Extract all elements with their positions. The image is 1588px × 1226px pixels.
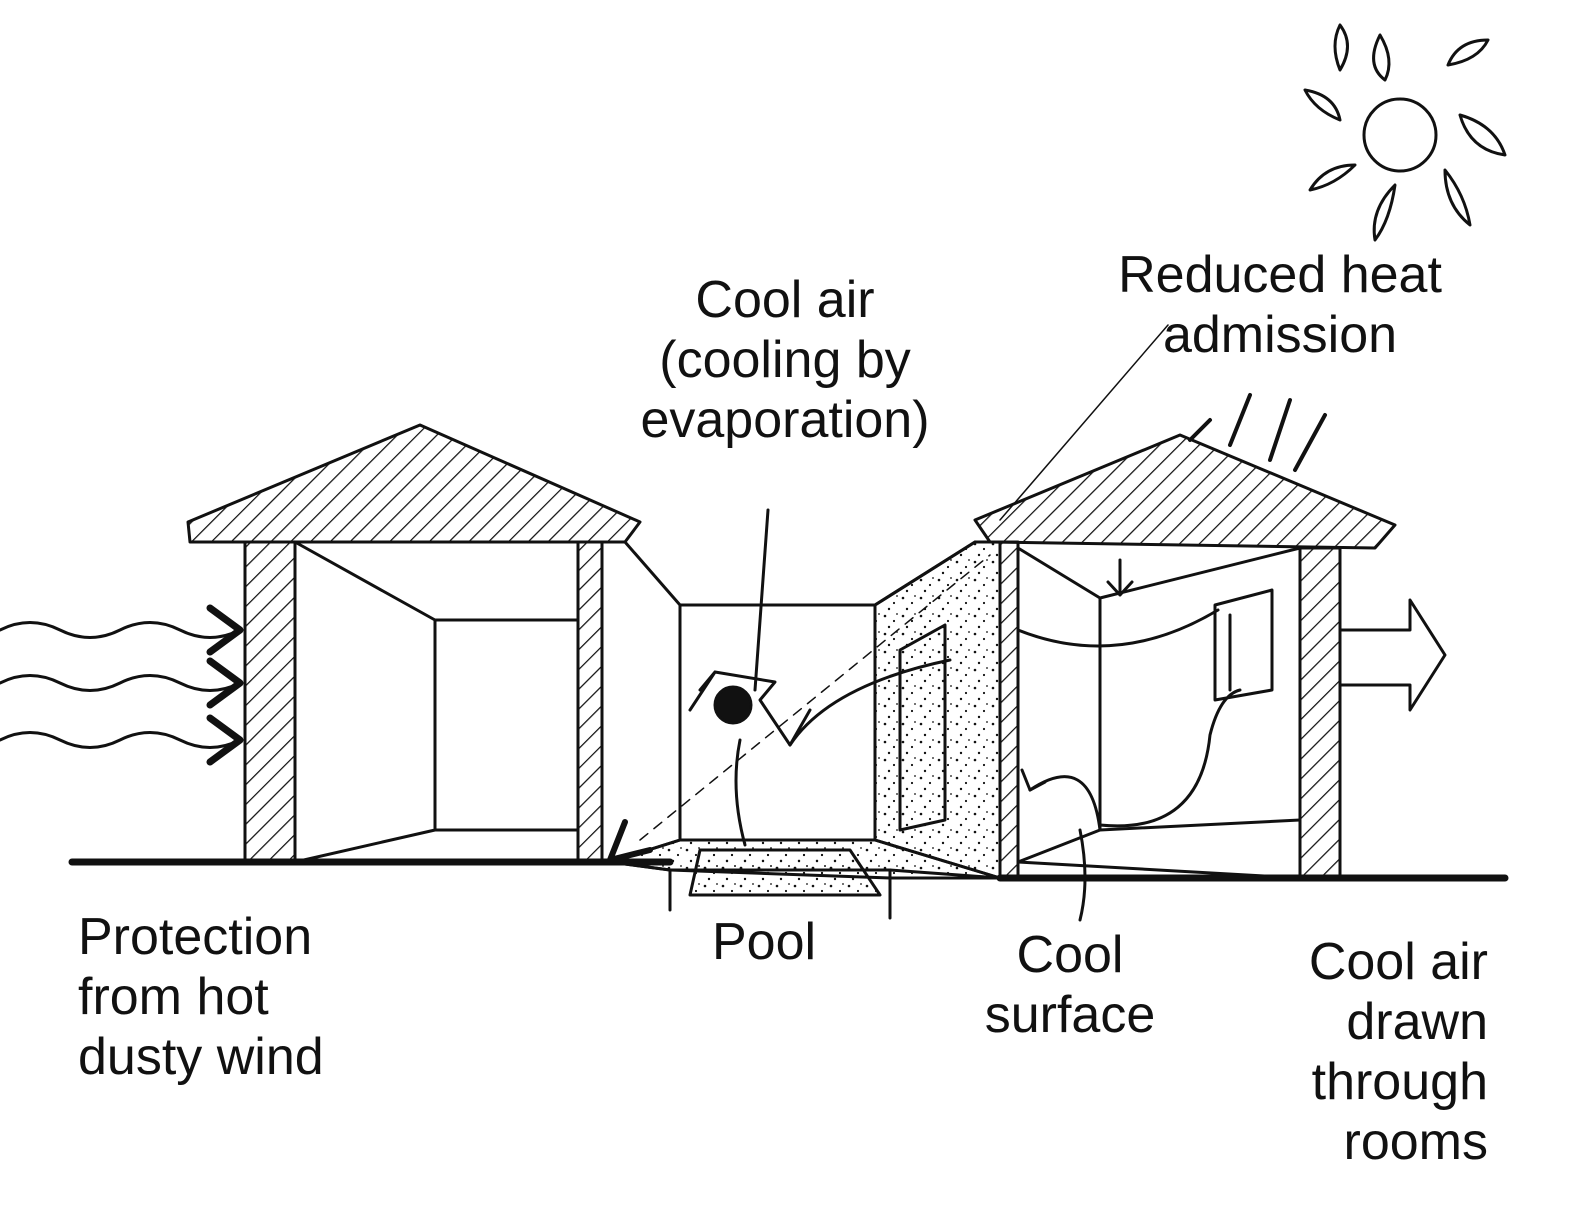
label-line: through — [1311, 1053, 1488, 1111]
left-building — [186, 423, 642, 866]
label-pool: Pool — [712, 913, 817, 971]
label-line: Reduced heat — [1118, 246, 1442, 304]
label-line: evaporation) — [640, 391, 930, 449]
ground-line — [68, 858, 1509, 882]
label-line: Cool air — [1308, 933, 1488, 991]
label-line: from hot — [78, 968, 269, 1026]
label-line: (cooling by — [659, 331, 911, 389]
label-line: Cool — [1016, 926, 1124, 984]
label-protection: Protection from hot dusty wind — [78, 907, 324, 1087]
right-building — [973, 393, 1397, 880]
label-line: admission — [1162, 306, 1398, 364]
label-line: drawn — [1346, 993, 1488, 1051]
sun-icon — [1303, 23, 1507, 242]
label-line: Cool air — [695, 271, 875, 329]
label-cool-air: Cool air (cooling by evaporation) — [600, 270, 970, 450]
hot-wind-arrows — [0, 604, 244, 766]
courtyard — [607, 540, 1002, 920]
airflow-arrows — [688, 324, 1447, 922]
label-cool-air-drawn: Cool air drawn through rooms — [1240, 932, 1488, 1172]
label-reduced-heat: Reduced heat admission — [1070, 245, 1490, 365]
label-line: Protection — [78, 908, 313, 966]
label-line: surface — [984, 986, 1156, 1044]
label-cool-surface: Cool surface — [960, 925, 1180, 1045]
label-line: rooms — [1343, 1113, 1488, 1171]
label-line: dusty wind — [78, 1028, 324, 1086]
